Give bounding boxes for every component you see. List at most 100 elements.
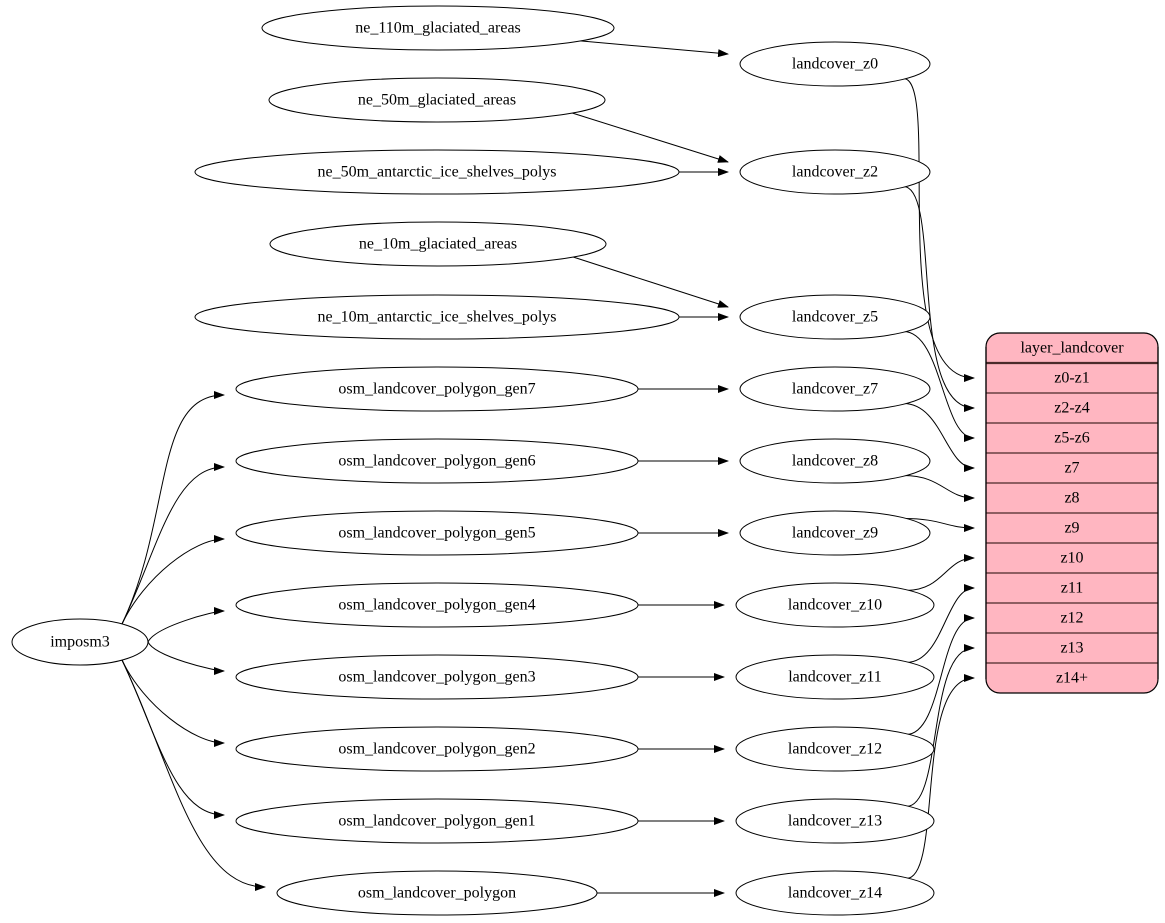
node-label: landcover_z12: [788, 741, 882, 758]
node-shape: [735, 726, 935, 772]
landcover-node-landcover_z2[interactable]: landcover_z2: [739, 149, 931, 195]
node-label: landcover_z14: [788, 885, 882, 902]
landcover-node-landcover_z8[interactable]: landcover_z8: [739, 438, 931, 484]
node-shape: [268, 77, 606, 123]
table-row-z7[interactable]: z7: [1064, 460, 1079, 477]
table-row-z13[interactable]: z13: [1060, 640, 1083, 657]
node-label: osm_landcover_polygon_gen7: [338, 381, 535, 398]
nodes-layer: ne_110m_glaciated_areas ne_50m_glaciated_…: [11, 5, 935, 916]
node-label: imposm3: [50, 634, 110, 651]
node-shape: [235, 726, 639, 772]
edge-imposm3-to-osm_landcover_polygon_gen4: [147, 607, 225, 643]
table-header-label: layer_landcover: [1020, 340, 1124, 357]
node-label: ne_50m_glaciated_areas: [358, 92, 516, 109]
edge-landcover_z13-to-z13: [906, 644, 975, 807]
table-row-z8[interactable]: z8: [1064, 490, 1079, 507]
source-node-ne_110m_glaciated_areas[interactable]: ne_110m_glaciated_areas: [261, 5, 615, 51]
node-label: osm_landcover_polygon_gen5: [338, 525, 535, 542]
node-label: osm_landcover_polygon_gen2: [338, 741, 535, 758]
node-shape: [739, 510, 931, 556]
table-row-z11[interactable]: z11: [1061, 580, 1084, 597]
node-shape: [739, 149, 931, 195]
table-row-z0-z1[interactable]: z0-z1: [1054, 370, 1090, 387]
edge-ne_50m_glaciated_areas-to-landcover_z2: [571, 112, 729, 163]
node-shape: [235, 438, 639, 484]
table-row-z9[interactable]: z9: [1064, 520, 1079, 537]
source-node-osm_landcover_polygon_gen6[interactable]: osm_landcover_polygon_gen6: [235, 438, 639, 484]
landcover-node-landcover_z13[interactable]: landcover_z13: [735, 798, 935, 844]
edge-landcover_z0-to-z0-z1: [903, 78, 975, 382]
landcover-node-landcover_z5[interactable]: landcover_z5: [739, 294, 931, 340]
node-label: ne_110m_glaciated_areas: [355, 20, 521, 37]
table-row-z10[interactable]: z10: [1060, 550, 1083, 567]
layer-landcover-table[interactable]: layer_landcover z0-z1 z2-z4 z5-z6 z7 z8 z9 z10 z…: [985, 332, 1159, 694]
node-label: ne_10m_antarctic_ice_shelves_polys: [317, 309, 556, 326]
table-row-z5-z6[interactable]: z5-z6: [1054, 430, 1090, 447]
node-shape: [194, 149, 680, 195]
node-shape: [735, 654, 935, 700]
edge-landcover_z7-to-z7: [903, 403, 975, 472]
node-label: osm_landcover_polygon_gen4: [338, 597, 535, 614]
node-label: landcover_z13: [788, 813, 882, 830]
source-node-ne_50m_antarctic_ice_shelves_polys[interactable]: ne_50m_antarctic_ice_shelves_polys: [194, 149, 680, 195]
node-shape: [194, 294, 680, 340]
edge-landcover_z9-to-z9: [903, 517, 975, 532]
landcover-node-landcover_z7[interactable]: landcover_z7: [739, 366, 931, 412]
source-node-osm_landcover_polygon[interactable]: osm_landcover_polygon: [276, 870, 598, 916]
node-label: landcover_z7: [792, 381, 878, 398]
edge-landcover_z11-to-z11: [906, 584, 975, 663]
edge-imposm3-to-osm_landcover_polygon_gen2: [121, 660, 225, 747]
edge-ne_10m_glaciated_areas-to-landcover_z5: [572, 256, 729, 308]
edge-imposm3-to-osm_landcover_polygon_gen3: [147, 641, 225, 675]
node-label: landcover_z8: [792, 453, 878, 470]
node-shape: [235, 582, 639, 628]
edge-landcover_z10-to-z10: [906, 554, 975, 591]
source-node-osm_landcover_polygon_gen3[interactable]: osm_landcover_polygon_gen3: [235, 654, 639, 700]
node-shape: [735, 582, 935, 628]
node-label: osm_landcover_polygon_gen1: [338, 813, 535, 830]
landcover-node-landcover_z10[interactable]: landcover_z10: [735, 582, 935, 628]
node-label: landcover_z2: [792, 164, 878, 181]
node-label: landcover_z0: [792, 56, 878, 73]
source-node-osm_landcover_polygon_gen5[interactable]: osm_landcover_polygon_gen5: [235, 510, 639, 556]
node-label: osm_landcover_polygon_gen6: [338, 453, 535, 470]
landcover-node-landcover_z0[interactable]: landcover_z0: [739, 41, 931, 87]
edge-imposm3-to-osm_landcover_polygon_gen1: [121, 660, 225, 819]
node-shape: [276, 870, 598, 916]
source-node-ne_10m_glaciated_areas[interactable]: ne_10m_glaciated_areas: [269, 221, 607, 267]
node-shape: [269, 221, 607, 267]
node-shape: [11, 618, 149, 666]
node-label: landcover_z10: [788, 597, 882, 614]
edge-imposm3-to-osm_landcover_polygon: [121, 660, 266, 891]
source-node-osm_landcover_polygon_gen4[interactable]: osm_landcover_polygon_gen4: [235, 582, 639, 628]
source-node-osm_landcover_polygon_gen7[interactable]: osm_landcover_polygon_gen7: [235, 366, 639, 412]
edge-landcover_z5-to-z5-z6: [903, 331, 975, 442]
table-row-z14+[interactable]: z14+: [1056, 670, 1088, 687]
node-shape: [739, 438, 931, 484]
landcover-node-landcover_z14[interactable]: landcover_z14: [735, 870, 935, 916]
landcover-node-landcover_z12[interactable]: landcover_z12: [735, 726, 935, 772]
table-row-z2-z4[interactable]: z2-z4: [1054, 400, 1090, 417]
node-shape: [235, 510, 639, 556]
node-shape: [261, 5, 615, 51]
landcover-node-landcover_z11[interactable]: landcover_z11: [735, 654, 935, 700]
node-shape: [735, 798, 935, 844]
table-row-z12[interactable]: z12: [1060, 610, 1083, 627]
node-label: ne_10m_glaciated_areas: [359, 236, 517, 253]
edge-ne_110m_glaciated_areas-to-landcover_z0: [578, 40, 729, 58]
edge-landcover_z8-to-z8: [903, 475, 975, 502]
node-label: landcover_z9: [792, 525, 878, 542]
landcover-node-landcover_z9[interactable]: landcover_z9: [739, 510, 931, 556]
node-shape: [739, 366, 931, 412]
source-node-osm_landcover_polygon_gen2[interactable]: osm_landcover_polygon_gen2: [235, 726, 639, 772]
table-layer: layer_landcover z0-z1 z2-z4 z5-z6 z7 z8 z9 z10 z…: [985, 332, 1159, 694]
importer-node-imposm3[interactable]: imposm3: [11, 618, 149, 666]
source-node-ne_50m_glaciated_areas[interactable]: ne_50m_glaciated_areas: [268, 77, 606, 123]
node-shape: [735, 870, 935, 916]
node-label: landcover_z11: [788, 669, 882, 686]
edge-imposm3-to-osm_landcover_polygon_gen7: [121, 391, 225, 624]
source-node-ne_10m_antarctic_ice_shelves_polys[interactable]: ne_10m_antarctic_ice_shelves_polys: [194, 294, 680, 340]
source-node-osm_landcover_polygon_gen1[interactable]: osm_landcover_polygon_gen1: [235, 798, 639, 844]
